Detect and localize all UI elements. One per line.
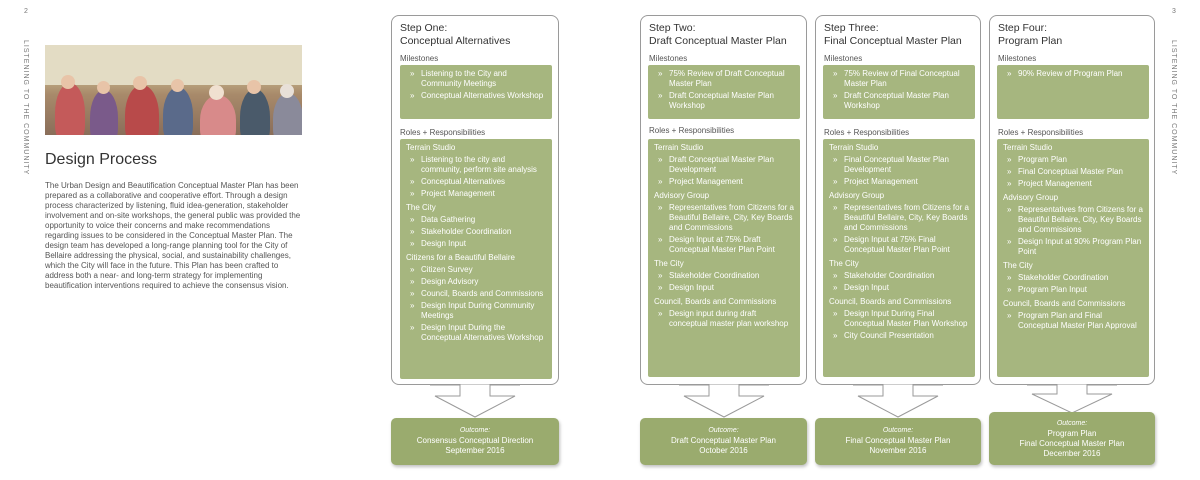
arrow-down-icon: [430, 384, 520, 418]
group-name: Terrain Studio: [654, 143, 704, 152]
step-four-title: Step Four: Program Plan: [998, 22, 1063, 47]
list-item: 75% Review of Draft Conceptual Master Pl…: [654, 69, 794, 89]
list-item: Final Conceptual Master Plan: [1003, 167, 1143, 177]
list-item: 75% Review of Final Conceptual Master Pl…: [829, 69, 969, 89]
list-item: Stakeholder Coordination: [829, 271, 969, 281]
list-item: Conceptual Alternatives: [406, 177, 546, 187]
arrow-down-icon: [679, 384, 769, 418]
arrow-down-icon: [1027, 384, 1117, 414]
outcome-step-four: Outcome: Program Plan Final Conceptual M…: [989, 412, 1155, 465]
list-item: Listening to the City and Community Meet…: [406, 69, 546, 89]
list-item: Council, Boards and Commissions: [406, 289, 546, 299]
list-item: Design Input: [829, 283, 969, 293]
list-item: Project Management: [654, 177, 794, 187]
list-item: Design Input at 75% Final Conceptual Mas…: [829, 235, 969, 255]
list-item: Design input during draft conceptual mas…: [654, 309, 794, 329]
meeting-photo: [45, 45, 302, 135]
step-one-column: Step One: Conceptual Alternatives Milest…: [391, 15, 559, 385]
side-label-left: LISTENING TO THE COMMUNITY: [22, 40, 29, 176]
list-item: Project Management: [406, 189, 546, 199]
list-item: Program Plan: [1003, 155, 1143, 165]
milestones-box: Listening to the City and Community Meet…: [400, 65, 552, 119]
milestones-label: Milestones: [400, 54, 439, 63]
outcome-step-two: Outcome: Draft Conceptual Master Plan Oc…: [640, 418, 807, 465]
page-number-left: 2: [24, 8, 28, 15]
design-process-body: The Urban Design and Beautification Conc…: [45, 181, 301, 290]
list-item: Conceptual Alternatives Workshop: [406, 91, 546, 101]
step-one-title: Step One: Conceptual Alternatives: [400, 22, 511, 47]
list-item: Project Management: [1003, 179, 1143, 189]
list-item: Final Conceptual Master Plan Development: [829, 155, 969, 175]
list-item: Stakeholder Coordination: [406, 227, 546, 237]
group-name: Council, Boards and Commissions: [829, 297, 952, 306]
outcome-step-three: Outcome: Final Conceptual Master Plan No…: [815, 418, 981, 465]
step-two-title: Step Two: Draft Conceptual Master Plan: [649, 22, 787, 47]
roles-label: Roles + Responsibilities: [649, 126, 735, 135]
list-item: Representatives from Citizens for a Beau…: [654, 203, 794, 233]
group-name: The City: [406, 203, 436, 212]
side-label-right: LISTENING TO THE COMMUNITY: [1170, 40, 1177, 176]
group-name: The City: [654, 259, 684, 268]
list-item: Citizen Survey: [406, 265, 546, 275]
group-name: Citizens for a Beautiful Bellaire: [406, 253, 515, 262]
step-four-column: Step Four: Program Plan Milestones 90% R…: [989, 15, 1155, 385]
list-item: Draft Conceptual Master Plan Workshop: [829, 91, 969, 111]
list-item: Stakeholder Coordination: [654, 271, 794, 281]
group-name: Advisory Group: [1003, 193, 1059, 202]
group-name: Advisory Group: [829, 191, 885, 200]
roles-label: Roles + Responsibilities: [400, 128, 486, 137]
group-name: Terrain Studio: [1003, 143, 1053, 152]
list-item: Design Input at 90% Program Plan Point: [1003, 237, 1143, 257]
list-item: Data Gathering: [406, 215, 546, 225]
list-item: Design Input During Community Meetings: [406, 301, 546, 321]
list-item: Listening to the city and community, per…: [406, 155, 546, 175]
list-item: Representatives from Citizens for a Beau…: [1003, 205, 1143, 235]
outcome-step-one: Outcome: Consensus Conceptual Direction …: [391, 418, 559, 465]
list-item: Design Input at 75% Draft Conceptual Mas…: [654, 235, 794, 255]
milestones-label: Milestones: [998, 54, 1037, 63]
list-item: Program Plan Input: [1003, 285, 1143, 295]
group-name: Council, Boards and Commissions: [654, 297, 777, 306]
list-item: Design Input: [654, 283, 794, 293]
roles-box: Terrain Studio Final Conceptual Master P…: [823, 139, 975, 377]
group-name: The City: [1003, 261, 1033, 270]
group-name: Council, Boards and Commissions: [1003, 299, 1126, 308]
milestones-label: Milestones: [649, 54, 688, 63]
roles-label: Roles + Responsibilities: [824, 128, 910, 137]
group-name: Advisory Group: [654, 191, 710, 200]
group-name: Terrain Studio: [829, 143, 879, 152]
list-item: Stakeholder Coordination: [1003, 273, 1143, 283]
group-name: Terrain Studio: [406, 143, 456, 152]
milestones-box: 75% Review of Draft Conceptual Master Pl…: [648, 65, 800, 119]
list-item: City Council Presentation: [829, 331, 969, 341]
list-item: Design Input During the Conceptual Alter…: [406, 323, 546, 343]
step-three-title: Step Three: Final Conceptual Master Plan: [824, 22, 962, 47]
roles-box: Terrain Studio Program Plan Final Concep…: [997, 139, 1149, 377]
roles-box: Terrain Studio Draft Conceptual Master P…: [648, 139, 800, 377]
design-process-title: Design Process: [45, 151, 158, 168]
list-item: Design Input During Final Conceptual Mas…: [829, 309, 969, 329]
list-item: Draft Conceptual Master Plan Workshop: [654, 91, 794, 111]
list-item: Project Management: [829, 177, 969, 187]
step-three-column: Step Three: Final Conceptual Master Plan…: [815, 15, 981, 385]
group-name: The City: [829, 259, 859, 268]
list-item: 90% Review of Program Plan: [1003, 69, 1143, 79]
list-item: Program Plan and Final Conceptual Master…: [1003, 311, 1143, 331]
step-two-column: Step Two: Draft Conceptual Master Plan M…: [640, 15, 807, 385]
list-item: Design Input: [406, 239, 546, 249]
page-number-right: 3: [1172, 8, 1176, 15]
list-item: Draft Conceptual Master Plan Development: [654, 155, 794, 175]
milestones-label: Milestones: [824, 54, 863, 63]
milestones-box: 75% Review of Final Conceptual Master Pl…: [823, 65, 975, 119]
roles-label: Roles + Responsibilities: [998, 128, 1084, 137]
milestones-box: 90% Review of Program Plan: [997, 65, 1149, 119]
roles-box: Terrain Studio Listening to the city and…: [400, 139, 552, 379]
list-item: Representatives from Citizens for a Beau…: [829, 203, 969, 233]
list-item: Design Advisory: [406, 277, 546, 287]
arrow-down-icon: [853, 384, 943, 418]
